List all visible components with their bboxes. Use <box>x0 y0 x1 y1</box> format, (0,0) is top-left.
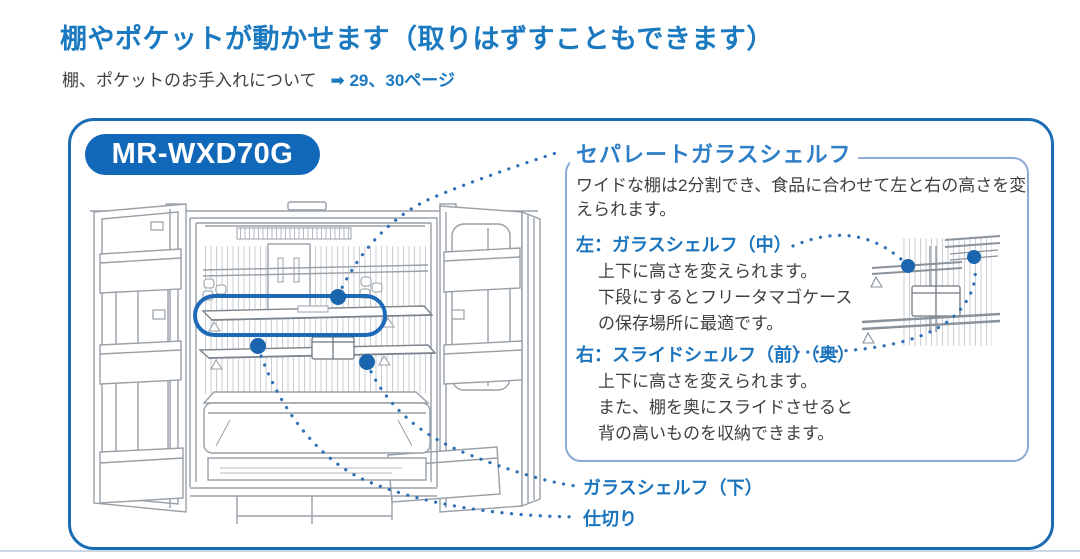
right-shelf-section: 右：スライドシェルフ（前）（奥） 上下に高さを変えられます。 また、棚を奥にスラ… <box>576 341 855 447</box>
model-badge: MR-WXD70G <box>85 134 320 175</box>
care-page-reference: ➡ 29、30ページ <box>330 71 455 90</box>
care-note-row: 棚、ポケットのお手入れについて ➡ 29、30ページ <box>62 66 455 91</box>
right-shelf-label: 右：スライドシェルフ（前）（奥） <box>576 345 855 365</box>
page-title: 棚やポケットが動かせます（取りはずすこともできます） <box>60 24 774 54</box>
left-shelf-description: 上下に高さを変えられます。 下段にするとフリータマゴケース の保存場所に最適です… <box>598 262 853 333</box>
callout-divider: 仕切り <box>583 509 637 529</box>
care-note: 棚、ポケットのお手入れについて <box>62 71 317 90</box>
panel-heading: セパレートガラスシェルフ <box>570 137 858 169</box>
page-bottom-divider <box>0 550 1080 552</box>
right-shelf-description: 上下に高さを変えられます。 また、棚を奥にスライドさせると 背の高いものを収納で… <box>598 372 853 443</box>
callout-lower-shelf: ガラスシェルフ（下） <box>583 478 763 498</box>
panel-intro: ワイドな棚は2分割でき、食品に合わせて左と右の高さを変えられます。 <box>576 176 1027 220</box>
left-shelf-label: 左：ガラスシェルフ（中） <box>576 235 792 255</box>
left-shelf-section: 左：ガラスシェルフ（中） 上下に高さを変えられます。 下段にするとフリータマゴケ… <box>576 231 852 337</box>
